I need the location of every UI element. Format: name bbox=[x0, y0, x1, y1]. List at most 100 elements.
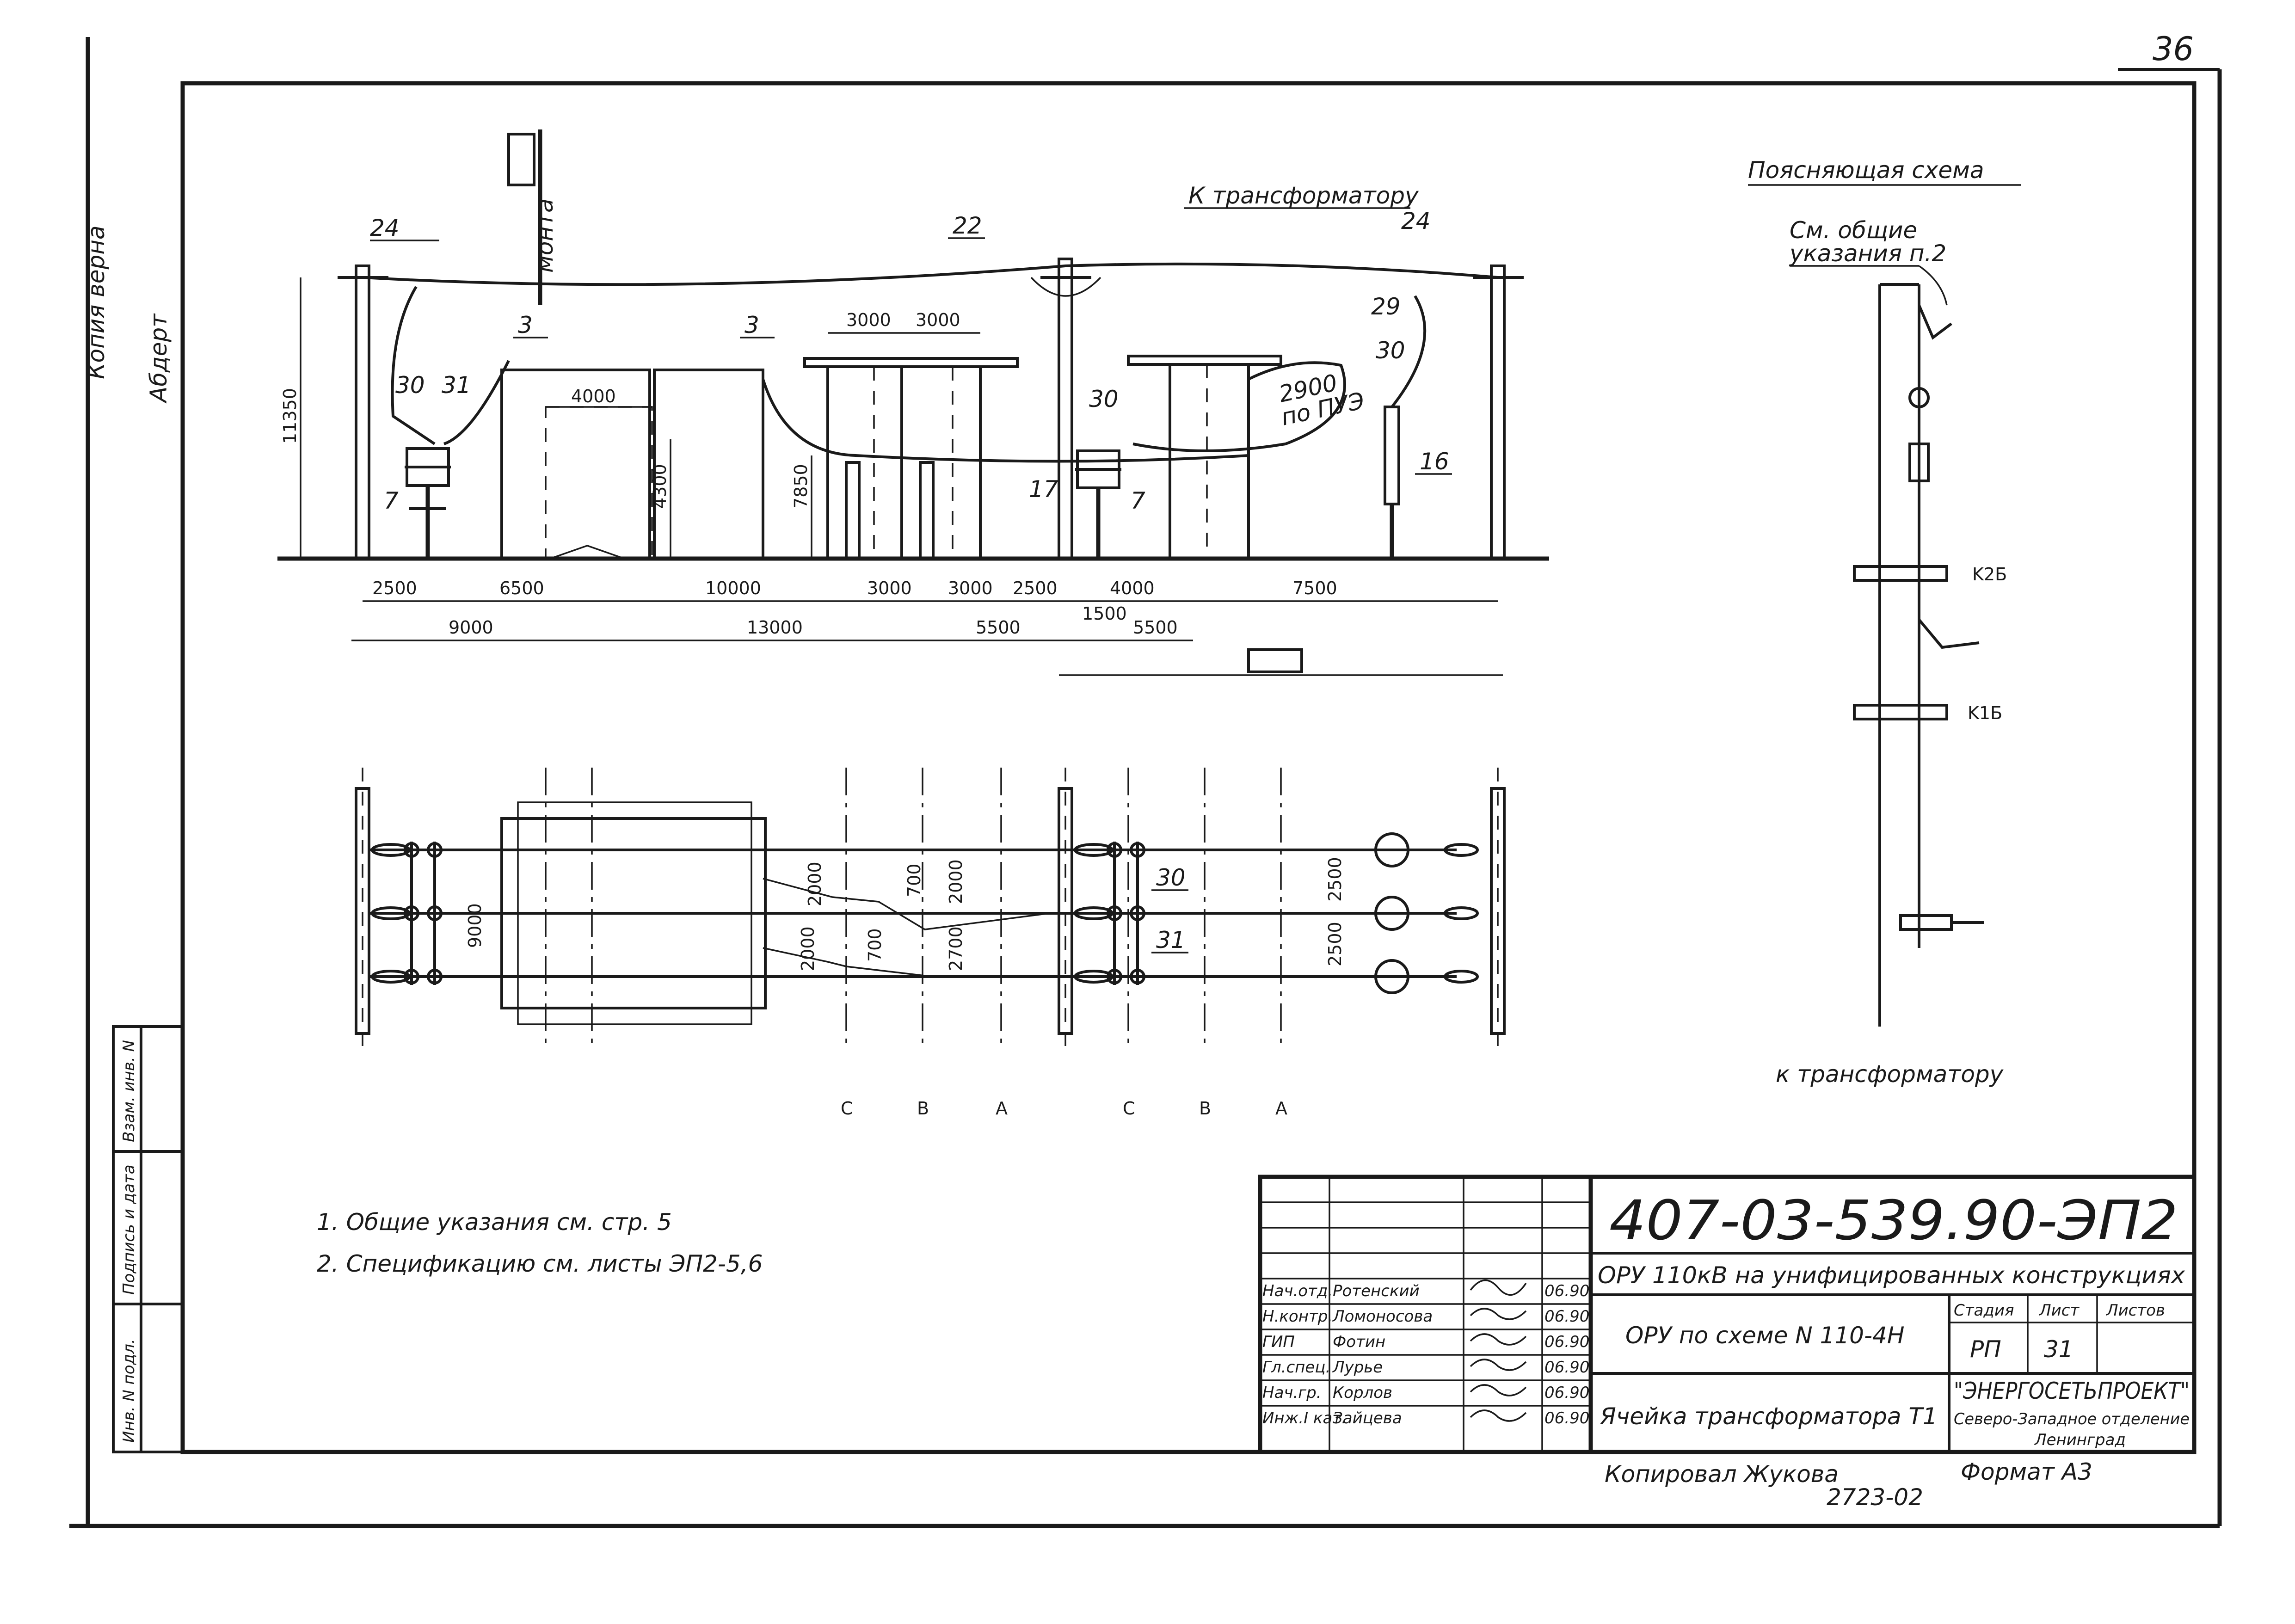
phase-label: C bbox=[1123, 1098, 1135, 1119]
project-title: ОРУ 110кВ на унифицированных конструкция… bbox=[1598, 1262, 2185, 1289]
dim-internal: 3000 bbox=[916, 310, 960, 330]
staff-name: Ломоносова bbox=[1332, 1307, 1433, 1326]
staff-role: ГИП bbox=[1262, 1333, 1295, 1351]
dim-value: 7500 bbox=[1292, 578, 1337, 598]
staff-name: Зайцева bbox=[1333, 1409, 1402, 1427]
staff-date: 06.90 bbox=[1544, 1409, 1589, 1427]
organization: Ленинград bbox=[2034, 1431, 2126, 1449]
leader-label: 30 bbox=[1376, 337, 1405, 364]
scheme-caption: к трансформатору bbox=[1776, 1061, 2004, 1088]
dim-value: 5500 bbox=[976, 617, 1021, 638]
leader-label: 16 bbox=[1420, 448, 1449, 475]
side-stamp: Копия верна Абдерт Взам. инв. N Подпись … bbox=[83, 225, 184, 1453]
plan-leader: 30 bbox=[1156, 864, 1186, 891]
plan-dim: 700 bbox=[904, 863, 924, 897]
elevation-view: монта 24 22 24 3 3 30 31 7 30 7 17 29 30… bbox=[277, 129, 1549, 676]
dim-value: 2500 bbox=[1013, 578, 1058, 598]
dim-vertical: 4300 bbox=[650, 464, 670, 509]
plan-view: 9000 2000 700 2000 2000 700 2700 2500 25… bbox=[355, 768, 1506, 1119]
side-stamp-cell: Инв. N подл. bbox=[120, 1339, 138, 1443]
equipment-3-left bbox=[500, 369, 651, 560]
leader-label: 24 bbox=[1401, 208, 1431, 234]
dimension-row-2: 9000 13000 5500 1500 5500 bbox=[351, 603, 1193, 641]
staff-role: Гл.спец. bbox=[1262, 1358, 1330, 1377]
sheets-label: Листов bbox=[2105, 1301, 2165, 1320]
side-stamp-cell: Подпись и дата bbox=[120, 1164, 138, 1295]
ct-k2b bbox=[1853, 565, 1948, 582]
arrester-16 bbox=[1384, 295, 1427, 559]
staff-date: 06.90 bbox=[1544, 1282, 1589, 1300]
leader-label: 30 bbox=[1089, 386, 1119, 412]
dim-value: 5500 bbox=[1133, 617, 1178, 638]
explanatory-scheme: Поясняющая схема См. общие указания п.2 … bbox=[1748, 157, 2021, 1088]
dim-value: 4000 bbox=[1110, 578, 1155, 598]
plan-dim: 2700 bbox=[946, 926, 966, 971]
dim-value: 6500 bbox=[499, 578, 544, 598]
staff-row: Н.контр. Ломоносова 06.90 bbox=[1262, 1307, 1589, 1326]
plan-dim: 700 bbox=[865, 928, 885, 962]
leader-label: 30 bbox=[395, 372, 425, 399]
staff-row: ГИП Фотин 06.90 bbox=[1262, 1333, 1589, 1351]
label-mounting: монта bbox=[531, 198, 558, 273]
dim-value: 9000 bbox=[449, 617, 493, 638]
scheme-title: Поясняющая схема bbox=[1748, 157, 1984, 184]
staff-role: Н.контр. bbox=[1262, 1307, 1333, 1326]
staff-row: Инж.I кат. Зайцева 06.90 bbox=[1262, 1409, 1589, 1427]
side-signer: Абдерт bbox=[145, 313, 172, 404]
staff-name: Корлов bbox=[1333, 1384, 1392, 1402]
label-k2b: K2Б bbox=[1972, 564, 2007, 584]
disconnector-7-right bbox=[1075, 449, 1121, 559]
sheet-label: Лист bbox=[2038, 1301, 2080, 1320]
sheet-frame bbox=[69, 37, 2222, 1528]
staff-date: 06.90 bbox=[1544, 1333, 1589, 1351]
dim-internal: 4000 bbox=[571, 386, 616, 406]
dim-internal: 3000 bbox=[846, 310, 891, 330]
phase-label: A bbox=[1275, 1098, 1287, 1119]
staff-row: Гл.спец. Лурье 06.90 bbox=[1262, 1358, 1589, 1377]
elevation-leaders: 24 22 24 3 3 30 31 7 30 7 17 29 30 16 bbox=[370, 208, 1452, 514]
sheet-value: 31 bbox=[2044, 1336, 2073, 1363]
staff-date: 06.90 bbox=[1544, 1358, 1589, 1377]
phase-label: C bbox=[841, 1098, 853, 1119]
disconnector-7-left bbox=[405, 447, 451, 559]
side-signer: Копия верна bbox=[83, 225, 110, 379]
note-line: 2. Спецификацию см. листы ЭП2-5,6 bbox=[317, 1250, 763, 1277]
plan-dim: 2000 bbox=[805, 861, 825, 906]
plan-dim: 2000 bbox=[798, 926, 818, 971]
leader-label: 31 bbox=[442, 372, 471, 399]
equipment-3-right bbox=[653, 369, 764, 560]
dimension-row-1: 2500 6500 10000 3000 3000 2500 4000 7500 bbox=[363, 578, 1498, 602]
general-notes: 1. Общие указания см. стр. 5 2. Специфик… bbox=[317, 1209, 763, 1277]
staff-date: 06.90 bbox=[1544, 1307, 1589, 1326]
disconnectors-plan-left bbox=[371, 842, 443, 985]
dim-value: 13000 bbox=[747, 617, 803, 638]
order-number: 2723-02 bbox=[1827, 1484, 1923, 1511]
stage-value: РП bbox=[1970, 1336, 2001, 1363]
scheme-note: указания п.2 bbox=[1789, 240, 1946, 267]
organization: "ЭНЕРГОСЕТЬПРОЕКТ" bbox=[1954, 1378, 2190, 1404]
plan-dim: 2000 bbox=[946, 859, 966, 904]
plan-dim: 9000 bbox=[465, 903, 485, 948]
plan-dim: 2500 bbox=[1325, 922, 1345, 966]
scheme-title-cell: ОРУ по схеме N 110-4Н bbox=[1625, 1322, 1904, 1349]
staff-row: Нач.отд. Ротенский 06.90 bbox=[1262, 1282, 1589, 1300]
note-to-transformer: К трансформатору bbox=[1188, 182, 1419, 209]
side-stamp-cell: Взам. инв. N bbox=[120, 1040, 138, 1142]
leader-label: 7 bbox=[384, 487, 399, 514]
page-number: 36 bbox=[2153, 30, 2194, 68]
staff-row: Нач.гр. Корлов 06.90 bbox=[1262, 1384, 1589, 1402]
ct-k1b bbox=[1853, 704, 1948, 720]
note-line: 1. Общие указания см. стр. 5 bbox=[317, 1209, 672, 1236]
phase-label: B bbox=[1199, 1098, 1211, 1119]
plan-dim: 2500 bbox=[1325, 857, 1345, 902]
leader-label: 24 bbox=[370, 215, 400, 241]
signatures bbox=[1470, 1280, 1527, 1422]
copied-by: Копировал Жукова bbox=[1605, 1461, 1839, 1488]
staff-role: Нач.гр. bbox=[1262, 1384, 1322, 1402]
dim-value: 10000 bbox=[705, 578, 761, 598]
staff-name: Ротенский bbox=[1333, 1282, 1420, 1300]
plan-leader: 31 bbox=[1156, 927, 1186, 953]
leader-label: 3 bbox=[518, 312, 533, 338]
